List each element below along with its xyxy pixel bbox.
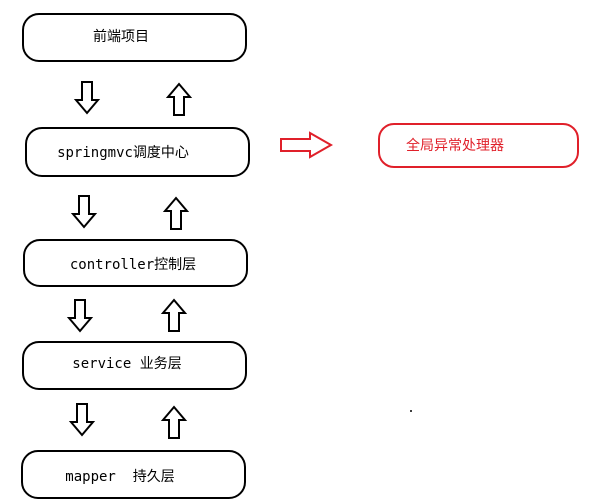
stray-dot xyxy=(410,410,412,412)
layer-springmvc-label: springmvc调度中心 xyxy=(57,145,189,161)
layer-mapper-label: mapper 持久层 xyxy=(65,469,174,485)
up-arrow-1 xyxy=(165,82,193,116)
layer-mapper: mapper 持久层 xyxy=(21,450,246,499)
layer-frontend-label: 前端项目 xyxy=(93,28,149,45)
up-arrow-2 xyxy=(162,196,190,230)
right-arrow-to-handler xyxy=(280,131,334,159)
layer-controller: controller控制层 xyxy=(23,239,248,287)
global-exception-handler-box xyxy=(378,123,579,168)
layer-service: service 业务层 xyxy=(22,341,247,390)
layer-service-box xyxy=(22,341,247,390)
layer-controller-label: controller控制层 xyxy=(70,257,196,273)
layer-controller-box xyxy=(23,239,248,287)
layer-mapper-box xyxy=(21,450,246,499)
global-exception-handler: 全局异常处理器 xyxy=(378,123,579,168)
layer-springmvc: springmvc调度中心 xyxy=(25,127,250,177)
down-arrow-2 xyxy=(70,195,98,229)
layer-frontend: 前端项目 xyxy=(22,13,247,62)
up-arrow-4 xyxy=(160,405,188,439)
up-arrow-3 xyxy=(160,298,188,332)
global-exception-handler-label: 全局异常处理器 xyxy=(406,137,504,154)
layer-springmvc-box xyxy=(25,127,250,177)
down-arrow-4 xyxy=(68,403,96,437)
layer-service-label: service 业务层 xyxy=(72,356,181,372)
down-arrow-3 xyxy=(66,299,94,333)
down-arrow-1 xyxy=(73,81,101,115)
layer-frontend-box xyxy=(22,13,247,62)
